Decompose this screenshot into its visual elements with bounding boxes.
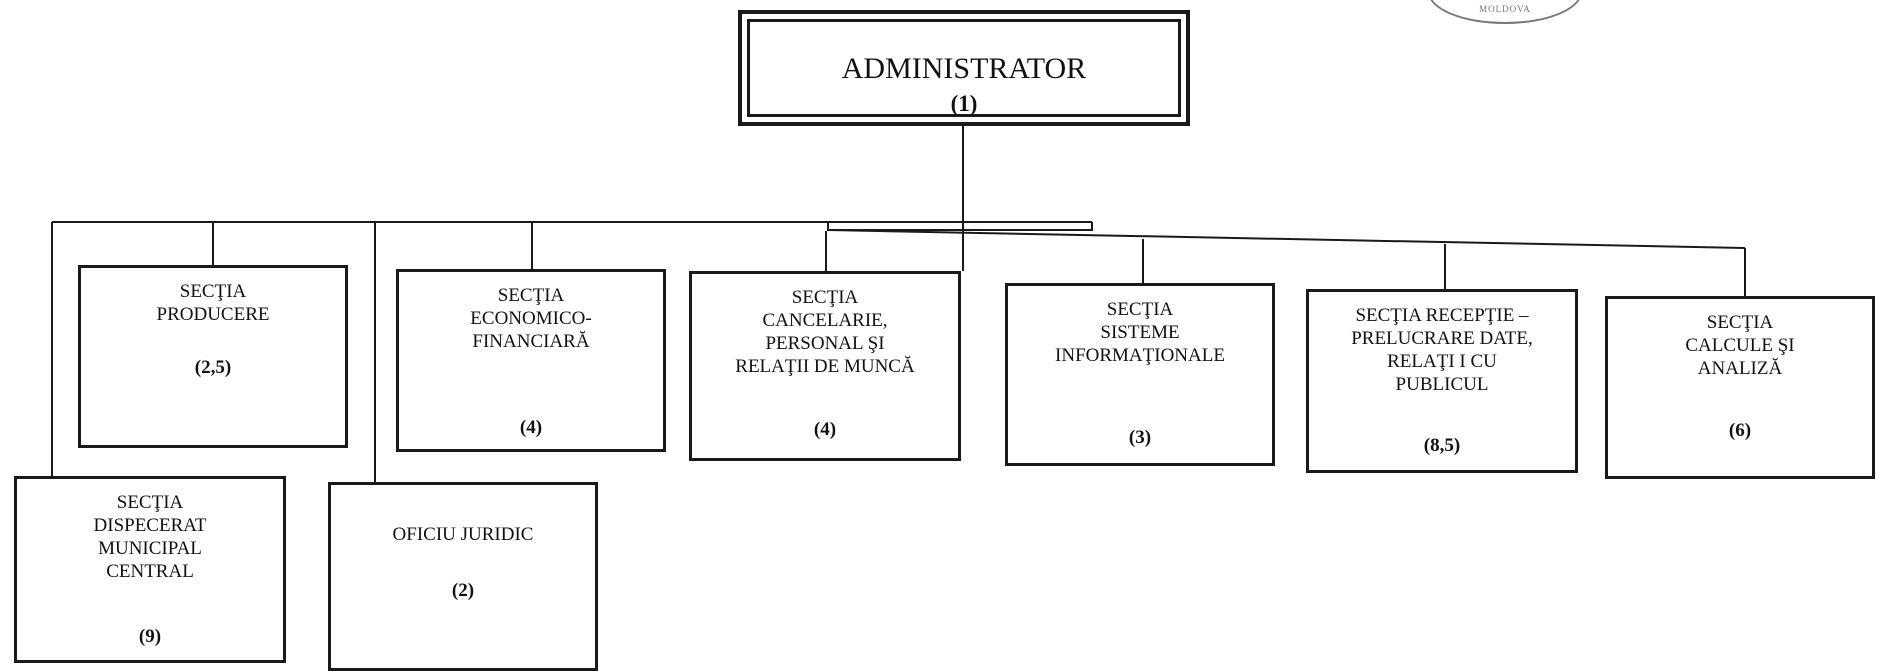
unit-number: (6) xyxy=(1728,420,1752,441)
administrator-label: ADMINISTRATOR xyxy=(841,52,1087,85)
unit-label: SECŢIA RECEPŢIE – PRELUCRARE DATE, RELAŢ… xyxy=(1351,305,1533,395)
unit-box-receptie: SECŢIA RECEPŢIE – PRELUCRARE DATE, RELAŢ… xyxy=(1306,289,1578,473)
unit-label: SECŢIA PRODUCERE xyxy=(156,281,270,325)
unit-number: (3) xyxy=(1128,427,1152,448)
administrator-box: ADMINISTRATOR (1) xyxy=(738,10,1190,126)
unit-label: SECŢIA DISPECERAT MUNICIPAL CENTRAL xyxy=(93,492,207,582)
unit-box-productie: SECŢIA PRODUCERE (2,5) xyxy=(78,265,348,448)
unit-box-economic: SECŢIA ECONOMICO- FINANCIARĂ (4) xyxy=(396,269,666,452)
unit-box-cancelarie: SECŢIA CANCELARIE, PERSONAL ŞI RELAŢII D… xyxy=(689,271,961,461)
unit-box-juridic: OFICIU JURIDIC (2) xyxy=(328,482,598,671)
unit-box-dispecerat: SECŢIA DISPECERAT MUNICIPAL CENTRAL (9) xyxy=(14,476,286,663)
administrator-number: (1) xyxy=(950,91,978,116)
unit-number: (9) xyxy=(138,626,162,647)
stamp-text: MOLDOVA xyxy=(1479,4,1531,14)
unit-label: OFICIU JURIDIC xyxy=(392,524,534,545)
unit-number: (4) xyxy=(813,419,837,440)
right-bus xyxy=(827,229,1746,249)
unit-label: SECŢIA SISTEME INFORMAŢIONALE xyxy=(1055,299,1225,366)
bus-bracket xyxy=(827,222,1093,231)
unit-label: SECŢIA ECONOMICO- FINANCIARĂ xyxy=(470,285,592,352)
unit-box-calcule: SECŢIA CALCULE ŞI ANALIZĂ (6) xyxy=(1605,296,1875,479)
unit-label: SECŢIA CALCULE ŞI ANALIZĂ xyxy=(1685,312,1795,379)
unit-number: (4) xyxy=(519,417,543,438)
unit-label: SECŢIA CANCELARIE, PERSONAL ŞI RELAŢII D… xyxy=(735,287,915,377)
unit-number: (2,5) xyxy=(194,357,232,378)
unit-number: (2) xyxy=(451,580,475,601)
unit-number: (8,5) xyxy=(1423,435,1461,456)
unit-box-sisteme: SECŢIA SISTEME INFORMAŢIONALE (3) xyxy=(1005,283,1275,466)
